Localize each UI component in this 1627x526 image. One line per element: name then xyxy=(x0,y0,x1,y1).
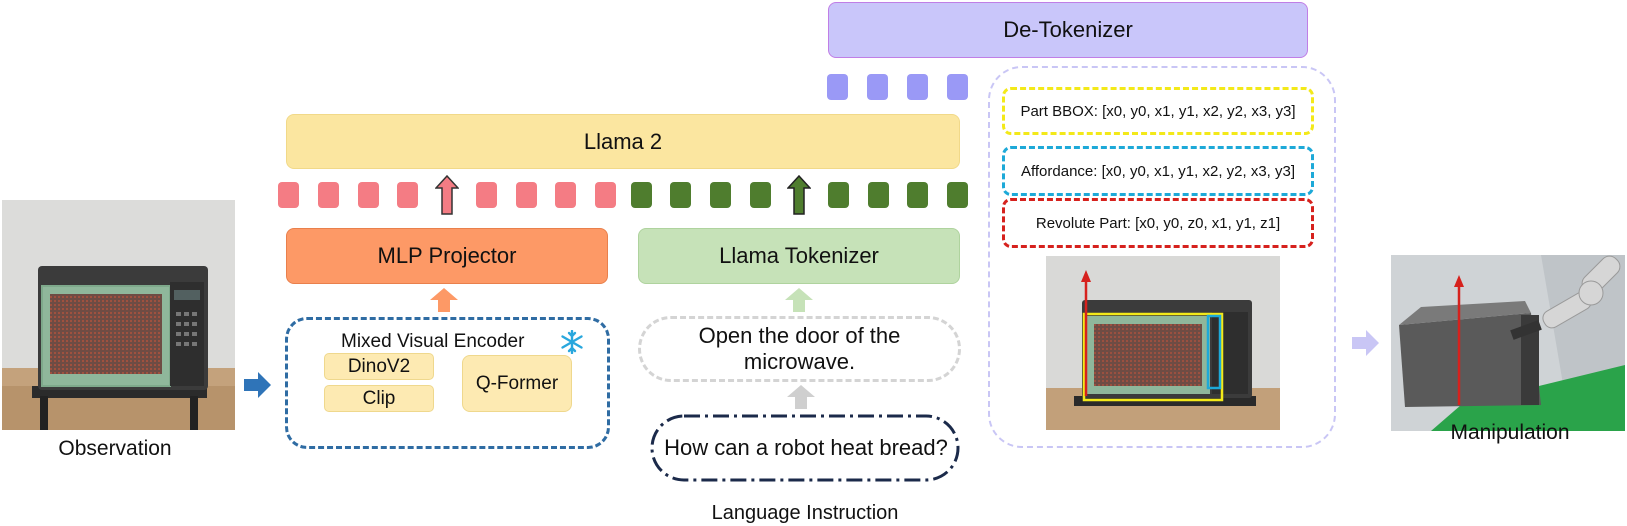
visual-token xyxy=(278,182,299,208)
arrow-up-icon xyxy=(435,175,459,215)
text-token xyxy=(868,182,889,208)
text-token xyxy=(828,182,849,208)
clip-chip: Clip xyxy=(324,385,434,412)
llama2-box: Llama 2 xyxy=(286,114,960,169)
arrow-right-icon xyxy=(244,372,271,398)
text-token xyxy=(907,182,928,208)
output-token xyxy=(907,74,928,100)
part-bbox-output: Part BBOX: [x0, y0, x1, y1, x2, y2, x3, … xyxy=(1002,87,1314,135)
visual-token xyxy=(476,182,497,208)
output-panel xyxy=(988,66,1336,448)
visual-token xyxy=(358,182,379,208)
text-token xyxy=(750,182,771,208)
observation-image xyxy=(2,200,235,430)
arrow-up-icon xyxy=(787,175,811,215)
revolute-part-output: Revolute Part: [x0, y0, z0, x1, y1, z1] xyxy=(1002,198,1314,248)
llama-tokenizer-box: Llama Tokenizer xyxy=(638,228,960,284)
text-token xyxy=(947,182,968,208)
arrow-right-icon xyxy=(1352,330,1379,356)
instruction-pill: Open the door of the microwave. xyxy=(638,316,961,382)
observation-caption: Observation xyxy=(58,437,172,460)
annotated-result-image xyxy=(1046,256,1280,430)
visual-token xyxy=(516,182,537,208)
output-token xyxy=(867,74,888,100)
text-token xyxy=(710,182,731,208)
output-token xyxy=(827,74,848,100)
de-tokenizer-box: De-Tokenizer xyxy=(828,2,1308,58)
question-pill: How can a robot heat bread? xyxy=(664,435,948,460)
dinov2-chip: DinoV2 xyxy=(324,353,434,380)
arrow-up-icon xyxy=(785,288,813,312)
language-instruction-caption: Language Instruction xyxy=(711,502,899,524)
arrow-up-icon xyxy=(430,288,458,312)
manipulation-caption: Manipulation xyxy=(1450,421,1570,444)
visual-token xyxy=(595,182,616,208)
text-token xyxy=(631,182,652,208)
mixed-visual-encoder: Mixed Visual Encoder DinoV2 Clip Q-Forme… xyxy=(285,317,610,449)
visual-encoder-title: Mixed Visual Encoder xyxy=(341,331,525,352)
visual-token xyxy=(318,182,339,208)
question-pill-border xyxy=(650,414,960,482)
visual-token xyxy=(397,182,418,208)
mlp-projector-box: MLP Projector xyxy=(286,228,608,284)
affordance-output: Affordance: [x0, y0, x1, y1, x2, y2, x3,… xyxy=(1002,146,1314,196)
visual-token xyxy=(555,182,576,208)
manipulation-image xyxy=(1391,255,1625,431)
output-token xyxy=(947,74,968,100)
qformer-chip: Q-Former xyxy=(462,355,572,412)
snowflake-icon xyxy=(561,330,583,354)
arrow-up-icon xyxy=(787,385,815,409)
text-token xyxy=(670,182,691,208)
